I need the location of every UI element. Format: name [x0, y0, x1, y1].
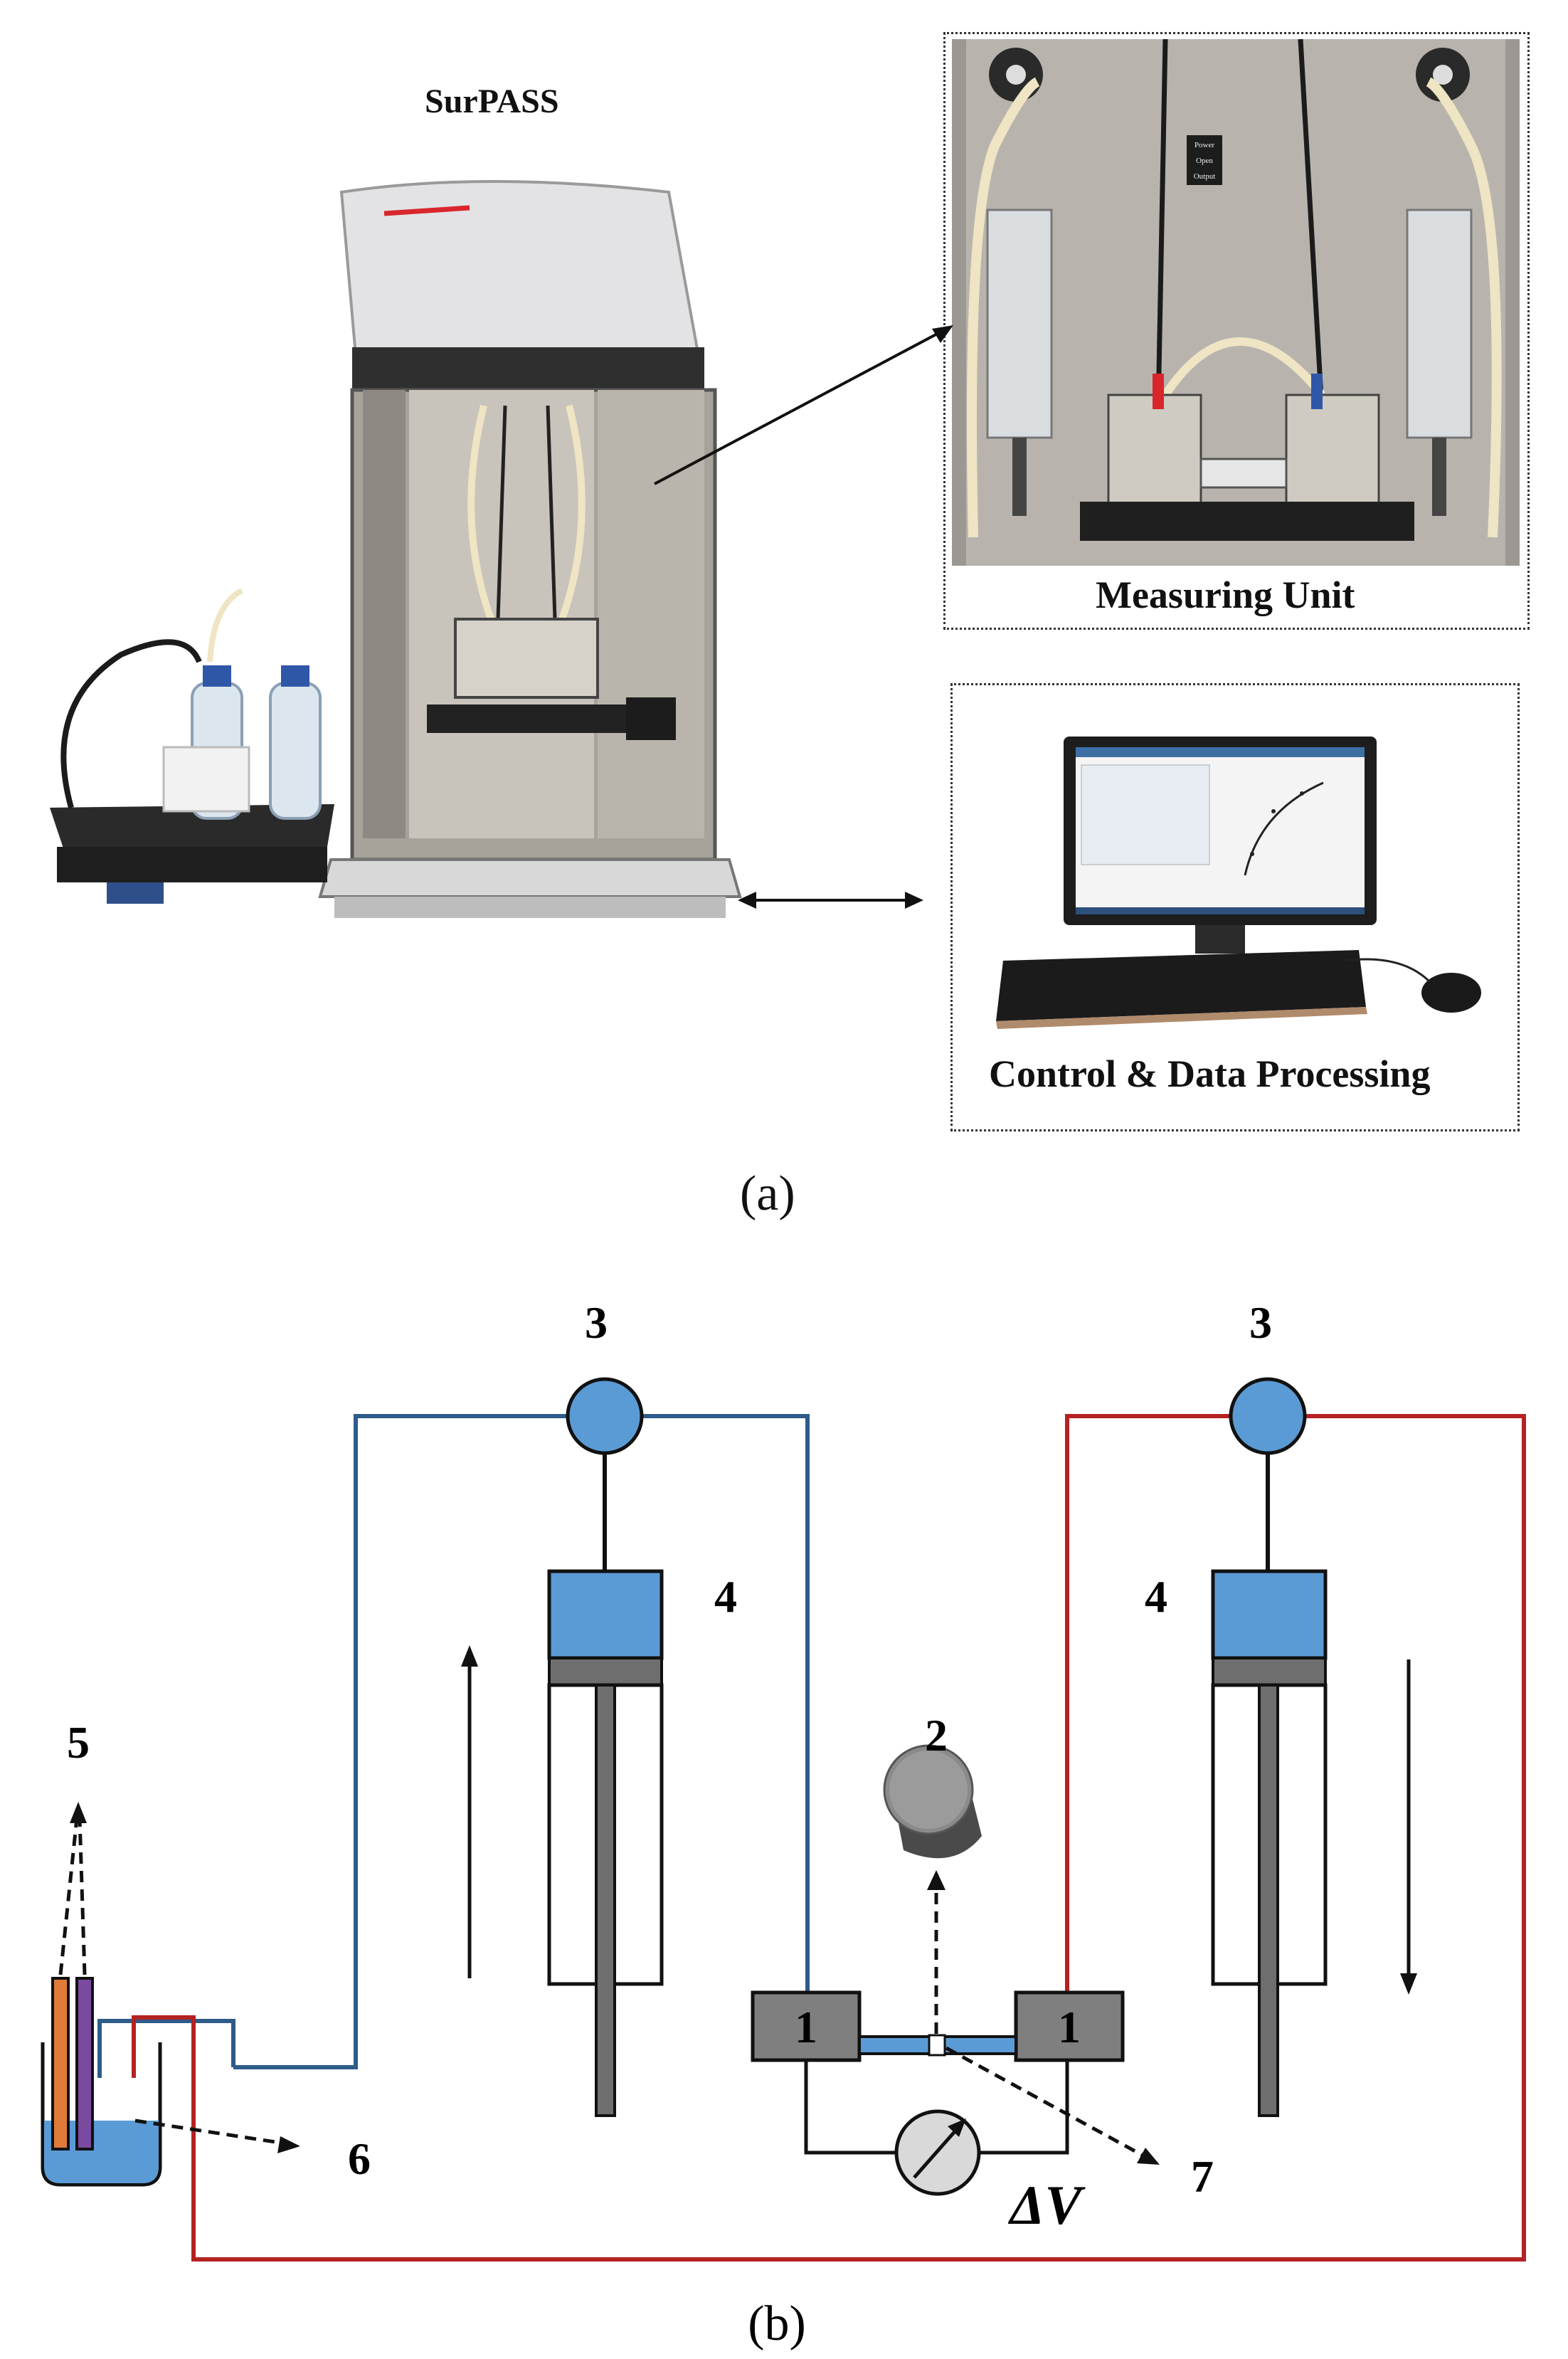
syringe-right-piston: [1212, 1657, 1327, 1687]
label-1-right: 1: [1058, 2002, 1081, 2052]
electrode-orange: [51, 1977, 70, 2150]
control-caption: Control & Data Processing: [989, 1052, 1431, 1095]
measuring-unit-caption: Measuring Unit: [1096, 574, 1355, 616]
label-6: 6: [348, 2133, 371, 2184]
panel-b-schematic: 3 3 4 4 5 2 1 1 6 7 ΔV (b): [41, 1297, 1526, 2351]
flow-arrow-down: [1400, 1659, 1417, 1995]
caption-b: (b): [748, 2296, 806, 2351]
sample-disc: [883, 1744, 982, 1859]
computer-illustration: [996, 737, 1481, 1029]
instrument-title: SurPASS: [425, 83, 559, 120]
label-4-left: 4: [714, 1571, 737, 1622]
electrode-purple: [75, 1977, 94, 2150]
panel-label-power: Power: [1194, 141, 1214, 149]
label-3-left: 3: [585, 1297, 608, 1348]
beaker: [41, 2042, 162, 2187]
label-1-left: 1: [795, 2002, 817, 2052]
syringe-left-piston: [548, 1657, 663, 1687]
caption-a: (a): [740, 1166, 795, 1221]
label-4-right: 4: [1145, 1571, 1167, 1622]
syringe-left-fluid: [547, 1569, 664, 1660]
blue-fluid-line: [233, 1414, 810, 2069]
cell-block-right: [1014, 1990, 1125, 2062]
control-box: [950, 683, 1520, 1131]
panel-label-output: Output: [1194, 172, 1216, 181]
label-5: 5: [67, 1717, 90, 1768]
syringe-right-rod: [1258, 1684, 1279, 2117]
syringe-right-fluid: [1211, 1569, 1328, 1660]
double-headed-arrow: [738, 892, 923, 909]
syringe-left-rod: [595, 1684, 616, 2117]
label-2: 2: [925, 1710, 948, 1761]
label-7: 7: [1191, 2151, 1214, 2202]
pointer-arrow: [654, 325, 953, 485]
flow-arrow-up: [461, 1645, 478, 1978]
label-3-right: 3: [1249, 1297, 1272, 1348]
sample-slot: [928, 2034, 946, 2057]
voltage-label: ΔV: [1008, 2174, 1086, 2236]
measuring-unit-photo: Power Open Output: [952, 39, 1520, 566]
red-fluid-line: [132, 1414, 1526, 2262]
valve-right: [1229, 1377, 1307, 1455]
panel-label-open: Open: [1196, 157, 1213, 165]
valve-left: [566, 1377, 644, 1455]
surpass-instrument-illustration: [50, 180, 742, 918]
instrument-lid: [339, 180, 699, 358]
